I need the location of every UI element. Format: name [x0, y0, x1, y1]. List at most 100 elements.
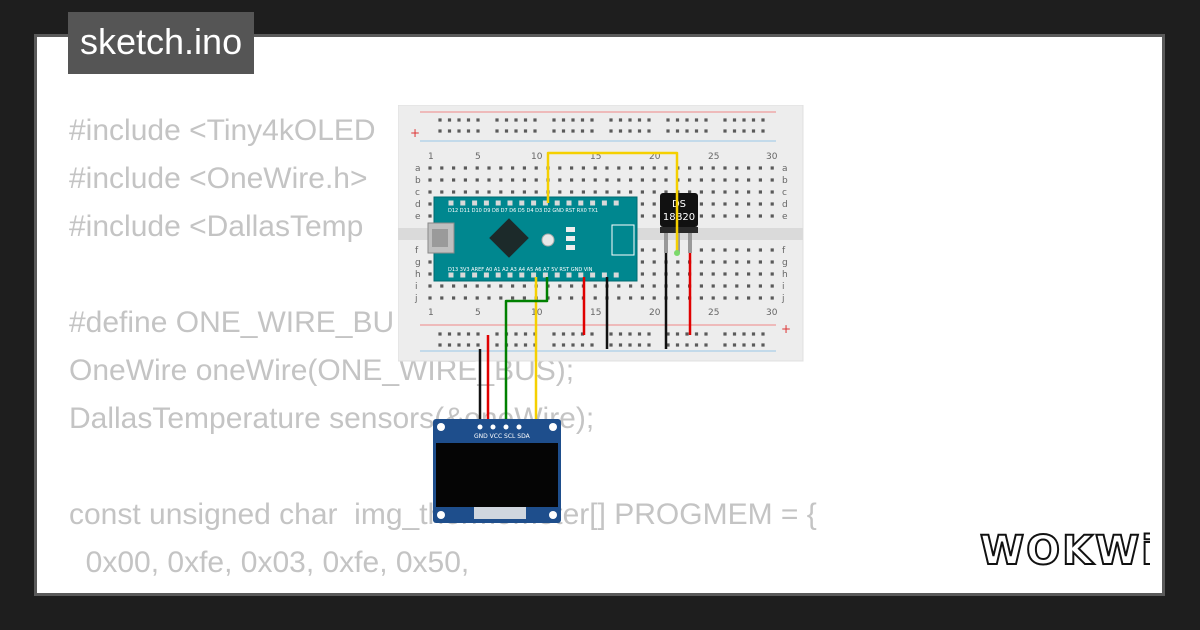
arduino-nano[interactable]: D12 D11 D10 D9 D8 D7 D6 D5 D4 D3 D2 GND … [427, 196, 638, 282]
row-letter: f [415, 246, 419, 256]
rail-hole [476, 129, 480, 133]
rail-hole [457, 118, 461, 122]
rail-hole [533, 118, 537, 122]
breadboard-hole [711, 284, 715, 288]
breadboard-hole [558, 166, 562, 170]
nano-pin[interactable] [613, 272, 619, 278]
reset-button[interactable] [541, 233, 555, 247]
breadboard-hole [652, 260, 656, 264]
nano-pin[interactable] [472, 200, 478, 206]
row-letter: e [782, 212, 788, 222]
mount-hole [549, 511, 557, 519]
rail-hole [514, 118, 518, 122]
rail-hole [637, 118, 642, 122]
nano-pin[interactable] [554, 200, 560, 206]
breadboard-hole [770, 248, 774, 252]
nano-pin[interactable] [542, 272, 548, 278]
breadboard-hole [747, 190, 751, 194]
rail-hole [447, 118, 452, 122]
breadboard-hole [699, 272, 703, 276]
nano-pin[interactable] [495, 200, 501, 206]
nano-pin[interactable] [460, 200, 466, 206]
breadboard-hole [770, 296, 774, 300]
nano-pin[interactable] [566, 200, 572, 206]
row-letter: j [781, 294, 785, 304]
rail-hole [447, 343, 452, 347]
breadboard-hole [440, 178, 444, 182]
rail-hole [675, 343, 680, 347]
file-tab[interactable]: sketch.ino [68, 12, 255, 74]
nano-pin[interactable] [601, 272, 607, 278]
nano-pin[interactable] [472, 272, 478, 278]
nano-pin[interactable] [531, 200, 537, 206]
nano-pin[interactable] [519, 200, 525, 206]
breadboard-hole [629, 284, 633, 288]
nano-pin[interactable] [566, 272, 572, 278]
rail-hole [495, 332, 499, 336]
row-letter: j [414, 294, 418, 304]
breadboard-hole [534, 178, 538, 182]
nano-pin[interactable] [448, 200, 454, 206]
breadboard-hole [723, 166, 727, 170]
nano-pin[interactable] [542, 200, 548, 206]
rail-hole [438, 118, 442, 122]
rail-hole [609, 118, 613, 122]
breadboard-hole [770, 166, 774, 170]
rail-hole [723, 332, 727, 336]
breadboard-hole [676, 296, 680, 300]
nano-pin[interactable] [531, 272, 537, 278]
nano-pin[interactable] [590, 272, 596, 278]
nano-pin[interactable] [613, 200, 619, 206]
breadboard-hole [522, 190, 526, 194]
wire-green-scl[interactable] [504, 277, 549, 427]
rail-hole [561, 118, 566, 122]
breadboard-hole [570, 284, 574, 288]
breadboard-hole [640, 202, 644, 206]
nano-pin[interactable] [578, 272, 584, 278]
breadboard-hole [499, 190, 503, 194]
breadboard-hole [511, 166, 515, 170]
circuit-diagram[interactable]: + + 1 5 10 15 20 25 30 1 5 10 15 20 25 3… [398, 105, 808, 530]
nano-pin[interactable] [601, 200, 607, 206]
nano-pin[interactable] [590, 200, 596, 206]
breadboard-hole [723, 178, 727, 182]
breadboard-hole [758, 260, 762, 264]
breadboard-hole [558, 190, 562, 194]
column-numbers-top: 1 5 10 15 20 25 30 [428, 152, 778, 162]
oled-display[interactable]: GND VCC SCL SDA [433, 419, 561, 523]
nano-pin[interactable] [483, 200, 489, 206]
nano-pin[interactable] [495, 272, 501, 278]
rail-hole [552, 129, 556, 133]
nano-pin[interactable] [460, 272, 466, 278]
breadboard-hole [723, 296, 727, 300]
breadboard-hole [711, 260, 715, 264]
rail-hole [590, 343, 594, 347]
wire-yellow-data[interactable] [546, 151, 679, 253]
breadboard-hole [617, 178, 621, 182]
rail-hole [675, 129, 680, 133]
breadboard-hole [747, 272, 751, 276]
rail-hole [694, 332, 699, 336]
breadboard-hole [758, 248, 762, 252]
breadboard-hole [487, 178, 491, 182]
nano-pin[interactable] [507, 272, 513, 278]
breadboard-hole [676, 272, 680, 276]
row-letter: a [782, 164, 788, 174]
row-letter: c [782, 188, 787, 198]
nano-pin[interactable] [519, 272, 525, 278]
breadboard-hole [723, 284, 727, 288]
nano-pin[interactable] [483, 272, 489, 278]
breadboard-hole [475, 296, 479, 300]
nano-pin[interactable] [448, 272, 454, 278]
breadboard-hole [735, 202, 739, 206]
breadboard-hole [487, 166, 491, 170]
breadboard-hole [428, 296, 432, 300]
breadboard-hole [758, 166, 762, 170]
breadboard-hole [747, 284, 751, 288]
nano-pin[interactable] [507, 200, 513, 206]
wires[interactable] [478, 151, 692, 429]
rail-hole [514, 332, 518, 336]
nano-pin[interactable] [554, 272, 560, 278]
nano-pin[interactable] [578, 200, 584, 206]
row-letters-left: a b c d e f g h i j [414, 164, 421, 304]
